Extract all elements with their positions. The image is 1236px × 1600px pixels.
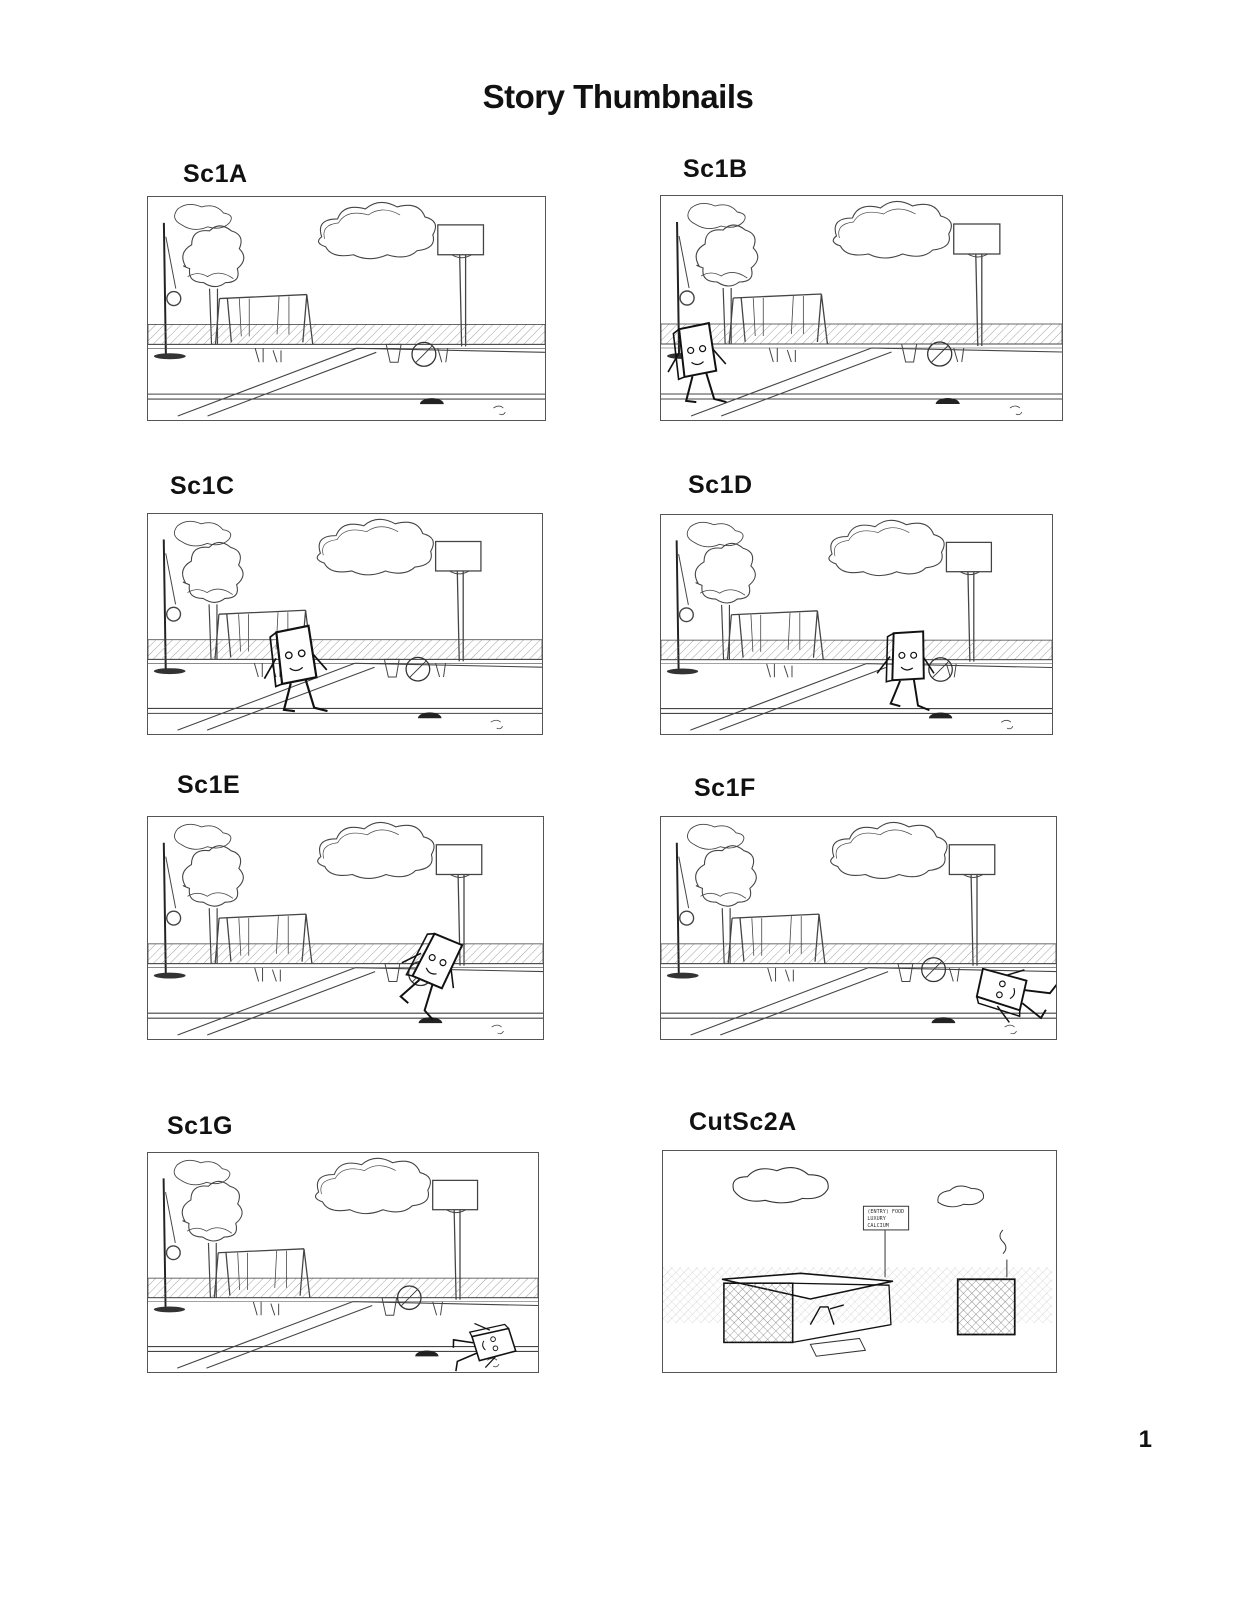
ball-sketch [411,341,437,367]
court-lines-sketch [661,663,1052,731]
storyboard-frame [660,816,1057,1040]
cloud-sketch [830,821,948,879]
props-sketch [253,658,503,730]
fence-sketch [661,943,1056,968]
panel-label: Sc1C [170,472,235,500]
panel-label: Sc1B [683,155,748,183]
props-sketch [254,963,504,1035]
panel-label: Sc1E [177,771,241,799]
small-cloud-sketch [173,520,232,547]
sketch-drawing [661,821,1056,1036]
court-lines-sketch [661,967,1056,1036]
fence-sketch [148,1277,538,1302]
panel-label: Sc1F [694,774,756,802]
swing-set-sketch [727,913,826,964]
storyboard-frame [147,196,546,421]
ball-sketch [405,656,431,682]
court-lines-sketch [148,347,545,417]
storyboard-frame [660,195,1063,421]
storyboard-frame [147,513,543,735]
cloud-sketch [317,821,435,879]
sign-text: CALCIUM [867,1223,889,1229]
page-title: Story Thumbnails [482,78,754,115]
swing-set-sketch [214,609,313,660]
sketch-drawing [148,1157,538,1372]
props-sketch [768,343,1023,416]
ball-sketch [396,1285,422,1311]
fence-sketch [661,639,1052,664]
small-cloud-sketch [173,1159,231,1186]
sketch-drawing [661,519,1052,731]
character-sketch [876,630,935,712]
sketch-drawing [148,518,542,731]
page-number: 1 [1138,1426,1152,1453]
storyboard-frame [147,816,544,1040]
ball-sketch [927,341,953,367]
small-cloud-sketch [687,203,746,229]
sign-text: LUXURY [867,1216,885,1222]
props-sketch [766,659,1014,730]
swing-set-sketch [214,293,314,345]
fence-sketch [148,639,542,664]
swing-set-sketch [213,1248,311,1298]
court-lines-sketch [661,347,1062,417]
cloud-sketch [314,1157,431,1215]
cloud-sketch [832,200,952,259]
court-lines-sketch [148,967,543,1036]
cloud-sketch [316,518,434,576]
props-sketch [254,343,506,416]
small-cloud-sketch [174,203,232,230]
cloud-sketch [317,201,436,260]
character-sketch [975,967,1056,1023]
fence-sketch [148,943,543,968]
sketch-drawing [148,201,545,417]
court-lines-sketch [148,1301,538,1369]
sketch-drawing [148,821,543,1036]
cage-sketch [721,1229,1016,1357]
cloud-sketch [828,519,945,577]
ball-sketch [928,657,953,682]
fence-sketch [661,323,1062,349]
props-sketch [767,963,1017,1035]
small-cloud-sketch [687,823,745,850]
panel-label: Sc1D [688,471,753,499]
swing-set-sketch [728,293,829,345]
ball-sketch [921,957,947,983]
character-sketch [667,321,727,404]
character-sketch [263,624,328,713]
small-cloud-sketch [174,823,232,850]
storyboard-frame [147,1152,539,1373]
panel-label: Sc1G [167,1112,233,1140]
storyboard-frame [660,514,1053,735]
small-cloud-sketch [686,521,744,548]
props-sketch [252,1297,500,1368]
character-sketch [452,1322,517,1372]
sign-text: (ENTRY) FOOD [867,1209,904,1215]
court-lines-sketch [148,662,542,731]
swing-set-sketch [214,913,313,964]
panel-label: Sc1A [183,160,248,188]
panel-label: CutSc2A [689,1108,797,1136]
cloud-sketch [732,1167,985,1208]
swing-set-sketch [726,610,824,660]
character-sketch [399,932,464,1021]
sketch-drawing [661,200,1062,417]
fence-sketch [148,324,545,349]
